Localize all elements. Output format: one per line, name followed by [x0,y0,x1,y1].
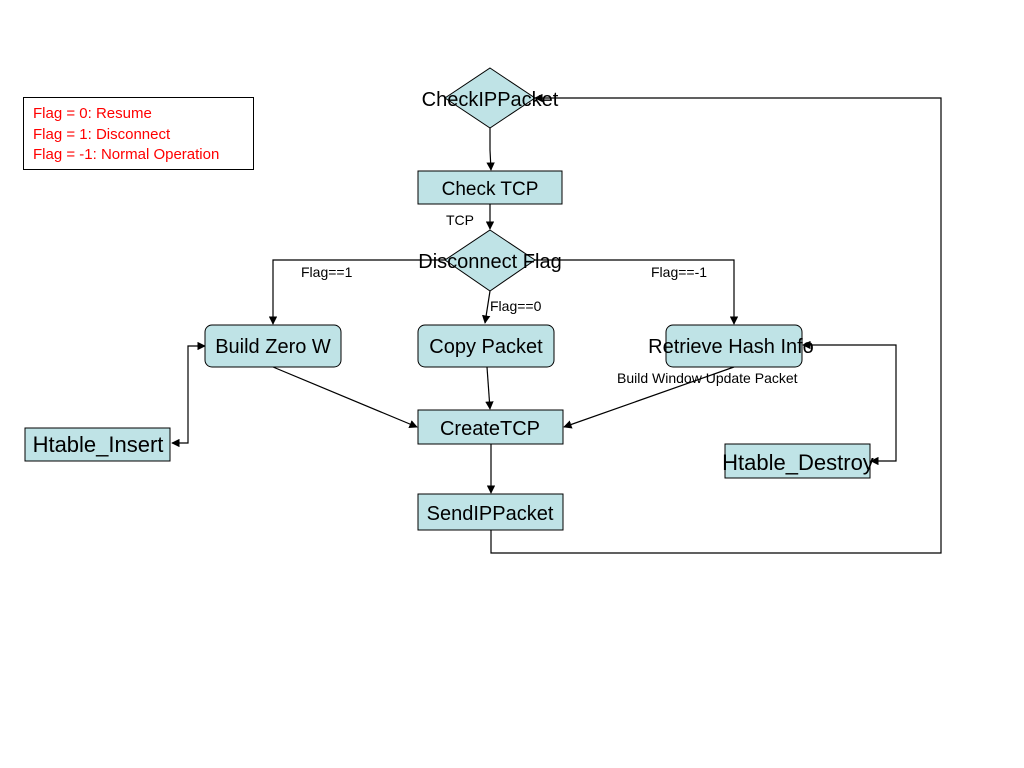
edge-buildzero-htableinsert [171,341,206,448]
legend-line-disconnect: Flag = 1: Disconnect [33,125,171,143]
edge-copypacket-to-createtcp [485,366,494,410]
node-htable-destroy: Htable_Destroy [722,443,874,479]
edge-buildzero-to-createtcp [272,366,418,428]
process-box [417,170,563,205]
process-box [417,409,564,445]
node-label: SendIPPacket [427,503,554,525]
process-box [417,324,555,368]
node-check-ip-packet: CheckIPPacket [422,67,559,129]
process-box [417,493,564,531]
node-retrieve-hash-info: Retrieve Hash Info [648,324,814,368]
node-label: Htable_Insert [33,432,164,457]
edge-label-flag-eq-0: Flag==0 [490,298,542,314]
node-label: Check TCP [442,179,539,200]
edge-retrieve-htabledestroy [802,340,897,466]
connectors [171,93,942,554]
edge-label-tcp: TCP [446,212,474,228]
edge-label-flag-eq-1: Flag==1 [301,264,353,280]
node-send-ip-packet: SendIPPacket [417,493,564,531]
edge-label-build-window-update: Build Window Update Packet [617,370,798,386]
node-label: Retrieve Hash Info [648,336,814,358]
node-label: Disconnect Flag [418,251,561,273]
edge-checkip-to-checktcp [486,128,495,171]
node-check-tcp: Check TCP [417,170,563,205]
process-box [665,324,803,368]
edge-retrieve-to-createtcp [563,366,735,429]
process-box [204,324,342,368]
decision-diamond [444,229,536,292]
legend-line-normal: Flag = -1: Normal Operation [33,146,220,163]
edge-label-flag-eq-neg1: Flag==-1 [651,264,707,280]
node-label: CreateTCP [440,418,540,440]
node-htable-insert: Htable_Insert [24,427,171,462]
process-box [724,443,871,479]
node-label: CheckIPPacket [422,89,559,111]
edge-flag1-to-buildzero [268,259,445,325]
edge-labels: TCP Flag==1 Flag==0 Flag==-1 Build Windo… [301,212,798,386]
edge-flag0-to-copypacket [482,290,491,324]
process-box [24,427,171,462]
legend-box: Flag = 0: Resume Flag = 1: Disconnect Fl… [23,97,254,170]
node-copy-packet: Copy Packet [417,324,555,368]
node-label: Build Zero W [215,336,331,358]
decision-diamond [444,67,536,129]
node-create-tcp: CreateTCP [417,409,564,445]
node-disconnect-flag: Disconnect Flag [418,229,562,292]
edge-sendip-loop-to-checkip [490,93,942,554]
node-label: Copy Packet [429,336,543,358]
edge-flagneg1-to-retrieve [535,259,739,325]
legend-line-resume: Flag = 0: Resume [33,105,152,122]
node-build-zero-w: Build Zero W [204,324,342,368]
node-label: Htable_Destroy [722,450,874,475]
